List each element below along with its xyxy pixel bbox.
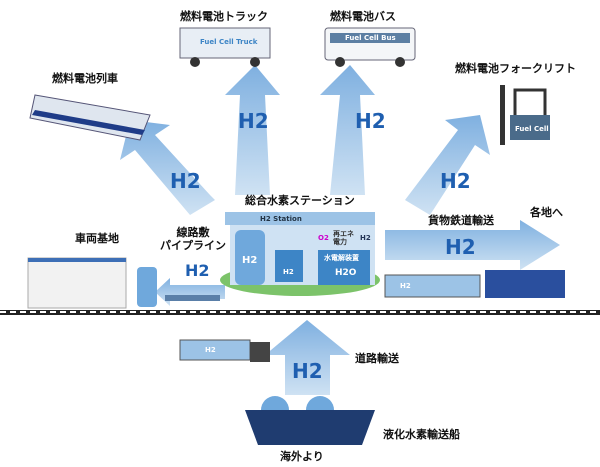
h2-truck: H2 [238, 109, 269, 133]
freight-container-text: H2 [400, 282, 411, 290]
arrow-to-train [120, 120, 215, 215]
arrow-up-road [265, 320, 350, 395]
station-electrolyzer: 水電解装置 [324, 254, 359, 262]
label-ship: 液化水素輸送船 [383, 428, 460, 441]
arrow-freight [385, 220, 560, 270]
label-bus: 燃料電池バス [330, 10, 396, 23]
label-forklift: 燃料電池フォークリフト [455, 62, 576, 75]
arrow-to-bus [320, 65, 375, 195]
bus-text: Fuel Cell Bus [345, 34, 396, 42]
label-freight: 貨物鉄道輸送 [428, 214, 494, 227]
label-overseas: 海外より [280, 450, 324, 463]
station-sign: H2 Station [260, 215, 302, 223]
label-train: 燃料電池列車 [52, 72, 118, 85]
arrow-pipeline [155, 278, 225, 306]
arrow-to-truck [225, 65, 280, 195]
station-dispenser: H2 [283, 268, 294, 276]
h2-train: H2 [170, 169, 201, 193]
truck-text: Fuel Cell Truck [200, 38, 258, 46]
label-depot: 車両基地 [75, 232, 119, 245]
h2-road: H2 [292, 359, 323, 383]
label-everywhere: 各地へ [530, 206, 563, 219]
arrow-to-forklift [405, 115, 490, 215]
station-tank: H2 [242, 255, 258, 266]
station-h2-bubble: H2 [360, 234, 371, 242]
forklift-text: Fuel Cell [515, 125, 549, 133]
label-truck: 燃料電池トラック [180, 10, 268, 23]
h2-freight: H2 [445, 235, 476, 259]
h2-pipeline: H2 [185, 261, 210, 280]
label-road: 道路輸送 [355, 352, 399, 365]
h2-bus: H2 [355, 109, 386, 133]
h2-forklift: H2 [440, 169, 471, 193]
station-o2: O2 [318, 234, 329, 242]
station-renewable: 再エネ電力 [333, 230, 354, 246]
label-station: 総合水素ステーション [245, 194, 355, 207]
road-container-text: H2 [205, 346, 216, 354]
label-pipeline: 線路敷 パイプライン [160, 226, 226, 252]
station-water: H2O [335, 268, 357, 278]
